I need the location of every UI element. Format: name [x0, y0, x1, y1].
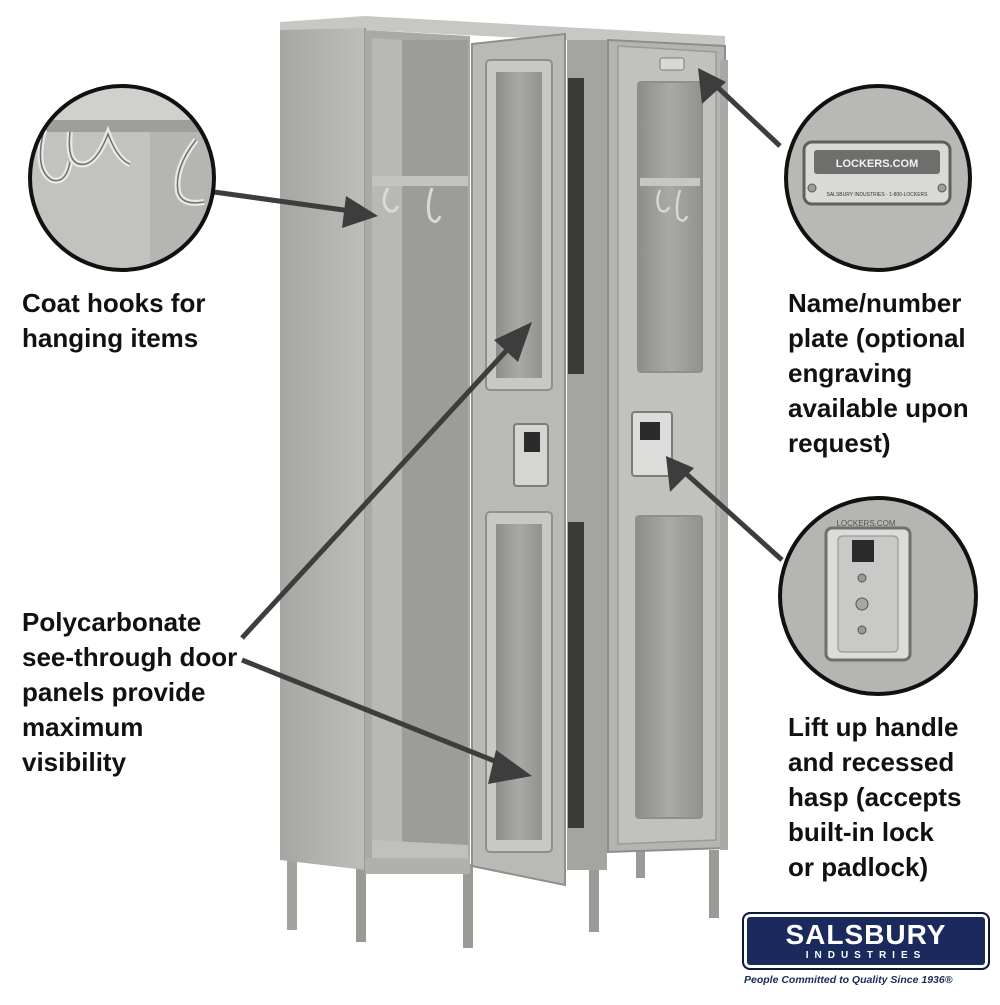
callout-polycarbonate-panels: Polycarbonate see-through door panels pr…	[22, 607, 238, 777]
zoom-circle-name-plate: LOCKERS.COM SALSBURY INDUSTRIES · 1-800-…	[784, 84, 972, 272]
compartment-shelf	[372, 176, 468, 186]
callout-arrows	[213, 68, 784, 784]
locker-leg	[709, 850, 719, 918]
arrow-head	[342, 196, 378, 228]
arrow-head	[488, 750, 532, 784]
salsbury-logo: SALSBURY INDUSTRIES	[742, 912, 990, 972]
plate-brand-text: LOCKERS.COM	[836, 158, 919, 170]
locker-leg	[636, 850, 645, 878]
locker-side-panel	[280, 28, 365, 870]
callout-name-plate: Name/number plate (optional engraving av…	[788, 288, 969, 458]
plate-maker-text: SALSBURY INDUSTRIES · 1-800-LOCKERS	[827, 192, 929, 198]
handle-brand-text: LOCKERS.COM	[836, 519, 895, 528]
arrow-head	[494, 322, 532, 362]
callout-lift-handle: Lift up handle and recessed hasp (accept…	[788, 712, 962, 882]
locker-leg	[589, 860, 599, 932]
zoom-circle-coat-hooks	[28, 84, 216, 272]
callout-coat-hooks: Coat hooks for hanging items	[22, 288, 206, 353]
arrow-head	[698, 68, 726, 104]
name-plate	[659, 57, 685, 71]
locker-leg	[463, 864, 473, 948]
door-window-lower	[635, 515, 703, 819]
zoom-circle-handle: LOCKERS.COM	[778, 496, 978, 696]
logo-badge	[742, 912, 990, 970]
door-window-upper	[637, 81, 703, 373]
locker-leg	[356, 868, 366, 942]
logo-name: SALSBURY	[785, 919, 947, 950]
locker-bank	[280, 16, 728, 948]
logo-subtitle: INDUSTRIES	[805, 950, 927, 961]
recessed-handle	[631, 411, 673, 477]
coat-hook	[382, 187, 400, 213]
arrow-head	[666, 456, 694, 492]
coat-hook	[426, 187, 442, 223]
locker-leg	[287, 860, 297, 930]
logo-tagline: People Committed to Quality Since 1936®	[744, 974, 953, 986]
